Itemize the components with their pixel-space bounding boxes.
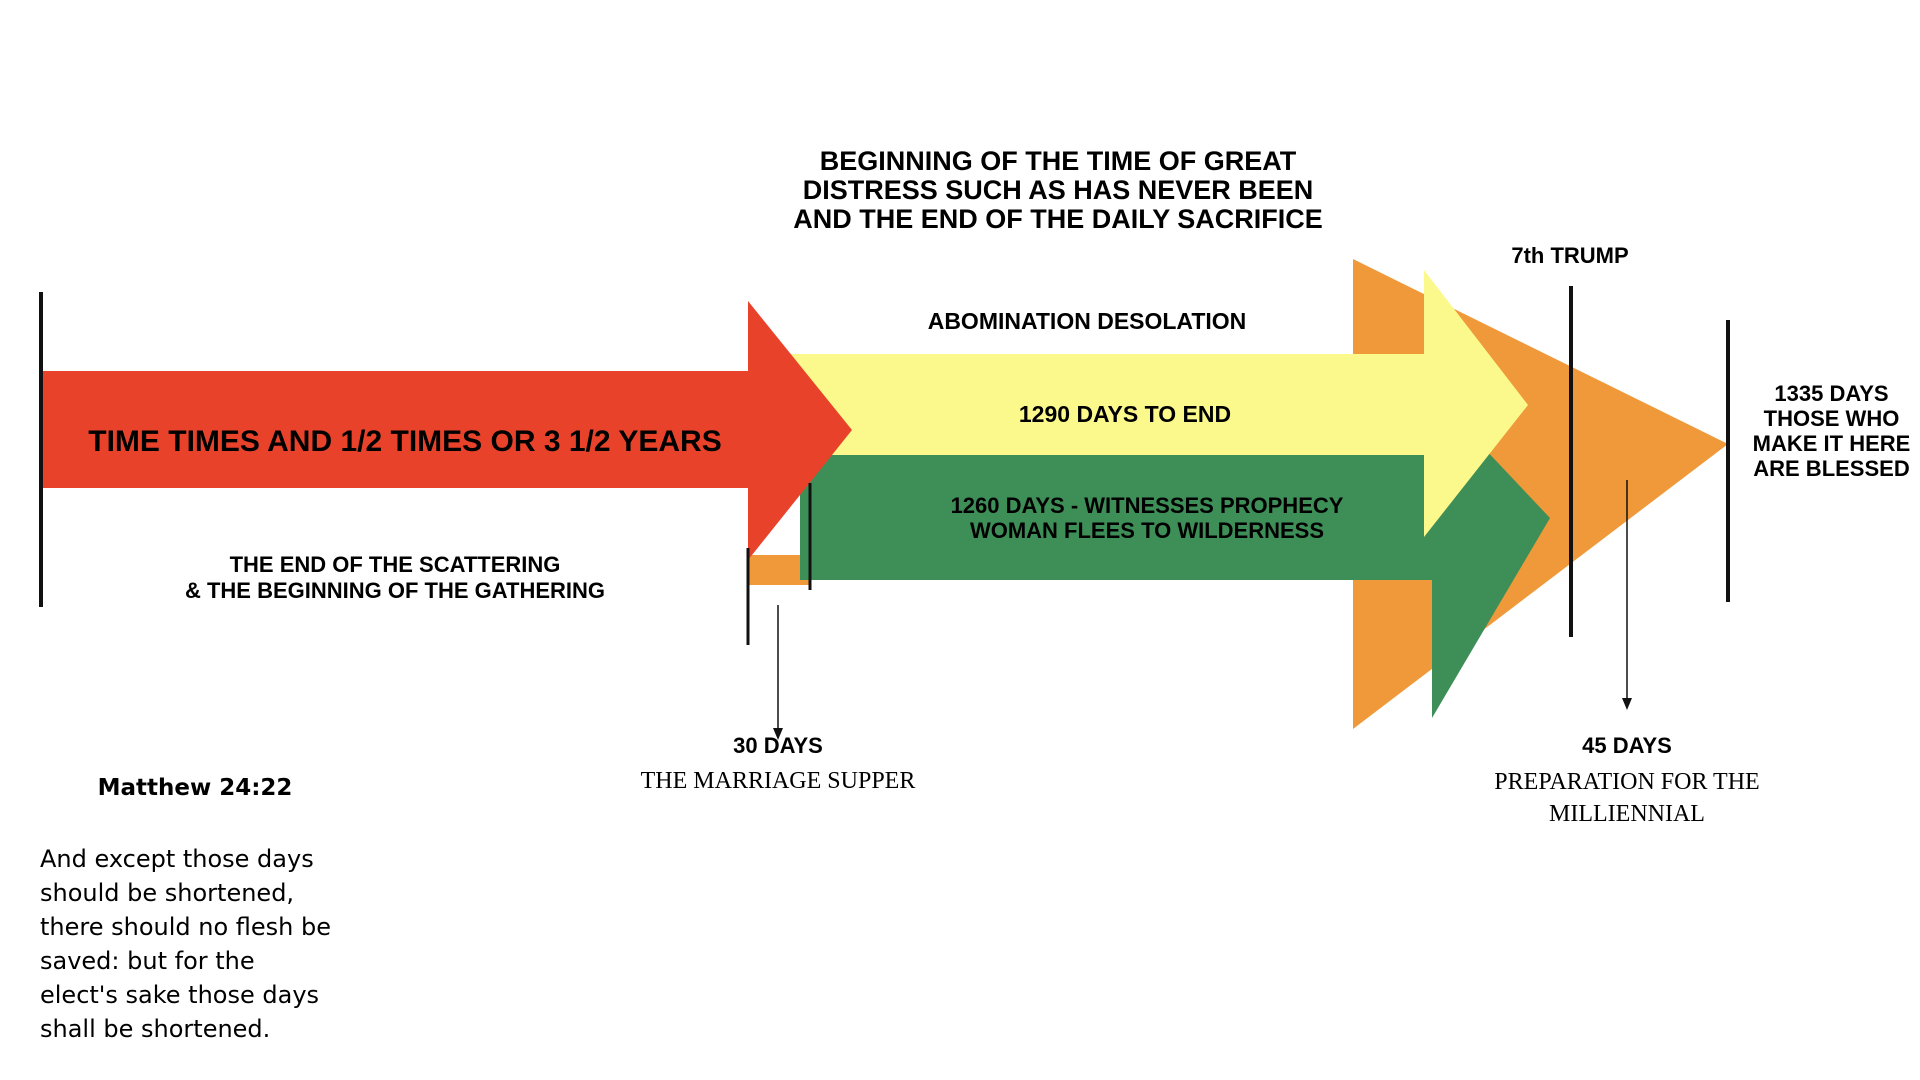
- scripture-reference: Matthew 24:22: [97, 775, 293, 801]
- yellow-arrow-1290-days: [770, 270, 1528, 537]
- thirty-days-title: 30 DAYS: [733, 733, 823, 758]
- end-label-1335-days: 1335 DAYS THOSE WHO MAKE IT HERE ARE BLE…: [1752, 381, 1911, 481]
- red-arrow-label: TIME TIMES AND 1/2 TIMES OR 3 1/2 YEARS: [88, 425, 722, 458]
- abomination-label: ABOMINATION DESOLATION: [927, 308, 1247, 334]
- orange-30-days-block: [747, 555, 809, 585]
- fortyfive-days-subtitle: PREPARATION FOR THE MILLIENNIAL: [1494, 769, 1760, 827]
- pointer-45-days-head: [1622, 698, 1632, 710]
- yellow-arrow-label: 1290 DAYS TO END: [1018, 401, 1232, 427]
- thirty-days-subtitle: THE MARRIAGE SUPPER: [640, 768, 916, 794]
- headline: BEGINNING OF THE TIME OF GREAT DISTRESS …: [793, 146, 1323, 234]
- pointer-30-days-head: [773, 728, 783, 740]
- green-arrow-label: 1260 DAYS - WITNESSES PROPHECY WOMAN FLE…: [950, 493, 1344, 543]
- scattering-label: THE END OF THE SCATTERING & THE BEGINNIN…: [184, 552, 606, 603]
- fortyfive-days-title: 45 DAYS: [1582, 733, 1672, 758]
- scripture-text: And except those days should be shortene…: [40, 845, 332, 1043]
- green-arrow-1260-days: [800, 393, 1550, 718]
- red-arrow-3-5-years: [40, 301, 852, 560]
- seventh-trump-label: 7th TRUMP: [1511, 243, 1629, 268]
